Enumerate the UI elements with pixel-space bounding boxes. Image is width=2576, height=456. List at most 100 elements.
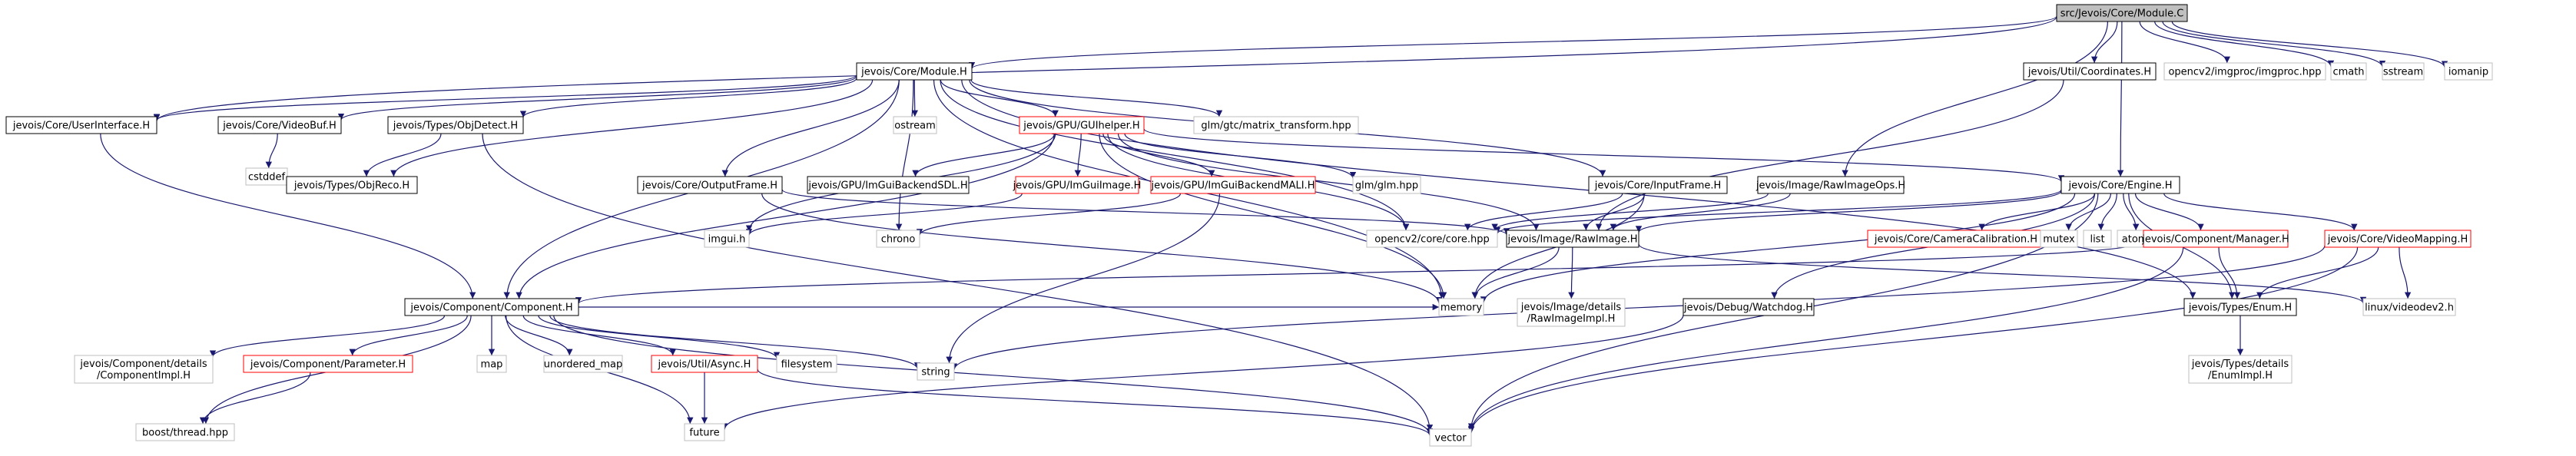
node-box — [1588, 176, 1728, 194]
node-objreco-h[interactable]: jevois/Types/ObjReco.H — [286, 176, 418, 194]
edge-imguiimage_h-to-imgui_h — [745, 193, 1023, 236]
edge-module_h-to-core_hpp — [940, 79, 1410, 231]
node-chrono: chrono — [876, 230, 920, 248]
edge-module_h-to-guihelper_h — [940, 79, 1059, 117]
edge-coordinates_h-to-rawimage_h — [1595, 79, 2064, 231]
edge-component_h-to-componentimpl_h — [209, 315, 446, 358]
node-box — [2330, 62, 2367, 81]
edge-module_h-to-userinterface_h — [154, 74, 857, 121]
node-enumimpl-h: jevois/Types/details/EnumImpl.H — [2188, 355, 2293, 384]
node-imguibackendsdl-h[interactable]: jevois/GPU/ImGuiBackendSDL.H — [807, 176, 970, 194]
node-label: boost/thread.hpp — [142, 428, 228, 439]
node-label: jevois/Component/Component.H — [409, 302, 572, 314]
node-label: jevois/Core/UserInterface.H — [12, 121, 150, 132]
node-box — [543, 355, 623, 373]
node-label: jevois/Component/details — [79, 359, 207, 370]
node-manager-h[interactable]: jevois/Component/Manager.H — [2141, 230, 2289, 248]
node-label: linux/videodev2.h — [2365, 302, 2454, 314]
node-imguibackendmali-h[interactable]: jevois/GPU/ImGuiBackendMALI.H — [1150, 176, 1316, 194]
edge-module_c-to-coordinates_h — [2090, 21, 2118, 64]
node-cameracalibration-h[interactable]: jevois/Core/CameraCalibration.H — [1867, 230, 2045, 248]
node-coordinates-h[interactable]: jevois/Util/Coordinates.H — [2023, 62, 2157, 81]
node-imgproc: opencv2/imgproc/imgproc.hpp — [2163, 62, 2326, 81]
node-label: jevois/Util/Async.H — [658, 359, 751, 371]
node-label: chrono — [881, 234, 916, 246]
node-rawimage-h[interactable]: jevois/Image/RawImage.H — [1506, 230, 1639, 248]
node-box — [2444, 62, 2493, 81]
node-glm-hpp: glm/glm.hpp — [1352, 176, 1421, 194]
node-module-c[interactable]: src/Jevois/Core/Module.C — [2056, 4, 2188, 22]
node-label: jevois/Types/ObjReco.H — [293, 180, 409, 192]
node-box — [2023, 62, 2157, 81]
node-label: jevois/Core/VideoMapping.H — [2327, 234, 2468, 246]
node-label: /EnumImpl.H — [2208, 370, 2273, 382]
node-list: list — [2083, 230, 2112, 248]
node-box — [1193, 116, 1359, 134]
node-iomanip: iomanip — [2444, 62, 2493, 81]
node-parameter-h[interactable]: jevois/Component/Parameter.H — [243, 355, 413, 373]
node-label: sstream — [2383, 67, 2423, 78]
node-imguiimage-h[interactable]: jevois/GPU/ImGuiImage.H — [1013, 176, 1142, 194]
node-cstddef: cstddef — [245, 167, 288, 186]
node-label: jevois/Util/Coordinates.H — [2027, 67, 2151, 78]
node-box — [2382, 62, 2425, 81]
node-box — [2083, 230, 2112, 248]
edge-component_h-to-string — [549, 315, 921, 369]
edge-watchdog_h-to-future — [721, 315, 1684, 430]
node-guihelper-h[interactable]: jevois/GPU/GUIhelper.H — [1019, 116, 1145, 134]
node-label: jevois/GPU/ImGuiBackendSDL.H — [807, 180, 967, 192]
node-label: opencv2/core/core.hpp — [1374, 234, 1490, 246]
node-box — [2143, 230, 2289, 248]
node-label: ostream — [894, 121, 936, 132]
edge-engine_h-to-cameracalibration_h — [1978, 193, 2095, 231]
node-engine-h[interactable]: jevois/Core/Engine.H — [2060, 176, 2180, 194]
edge-engine_h-to-list — [2097, 193, 2117, 231]
node-box — [2040, 230, 2078, 248]
node-async-h[interactable]: jevois/Util/Async.H — [651, 355, 758, 373]
node-userinterface-h[interactable]: jevois/Core/UserInterface.H — [5, 116, 157, 134]
node-label: vector — [1434, 433, 1467, 444]
node-box — [917, 362, 955, 381]
node-label: jevois/Core/VideoBuf.H — [222, 121, 337, 132]
edge-rawimageops_h-to-core_hpp — [1491, 193, 1769, 231]
node-box — [651, 355, 758, 373]
edge-module_c-to-iomanip — [2171, 21, 2448, 68]
node-box — [1366, 230, 1498, 248]
node-label: jevois/Core/Engine.H — [2068, 180, 2173, 192]
edge-guihelper_h-to-glm_hpp — [1124, 133, 1357, 179]
edge-objdetect_h-to-objreco_h — [363, 133, 442, 177]
node-objdetect-h[interactable]: jevois/Types/ObjDetect.H — [387, 116, 524, 134]
node-box — [1429, 428, 1472, 447]
node-future: future — [684, 423, 725, 441]
node-module-h[interactable]: jevois/Core/Module.H — [856, 62, 973, 81]
node-label: jevois/GPU/GUIhelper.H — [1023, 121, 1139, 132]
node-box — [893, 116, 937, 134]
node-string: string — [917, 362, 955, 381]
edge-module_h-to-outputframe_h — [721, 79, 900, 177]
node-rawimageops-h[interactable]: jevois/Image/RawImageOps.H — [1755, 176, 1905, 194]
node-box — [404, 298, 579, 316]
edge-module_c-to-userinterface_h — [154, 16, 2057, 121]
node-videomapping-h[interactable]: jevois/Core/VideoMapping.H — [2324, 230, 2472, 248]
edge-engine_h-to-manager_h — [2134, 193, 2204, 231]
edge-module_c-to-sstream — [2162, 21, 2386, 68]
node-inputframe-h[interactable]: jevois/Core/InputFrame.H — [1588, 176, 1728, 194]
node-box — [2188, 355, 2293, 384]
node-label: opencv2/imgproc/imgproc.hpp — [2168, 67, 2321, 78]
node-sstream: sstream — [2382, 62, 2425, 81]
node-box — [387, 116, 524, 134]
node-box — [2183, 298, 2297, 316]
node-outputframe-h[interactable]: jevois/Core/OutputFrame.H — [637, 176, 783, 194]
node-label: cmath — [2332, 67, 2364, 78]
node-box — [5, 116, 157, 134]
node-label: jevois/Core/CameraCalibration.H — [1874, 234, 2037, 246]
edge-inputframe_h-to-core_hpp — [1464, 193, 1623, 231]
node-videobuf-h[interactable]: jevois/Core/VideoBuf.H — [217, 116, 342, 134]
node-component-h[interactable]: jevois/Component/Component.H — [404, 298, 579, 316]
edge-engine_h-to-memory — [1480, 193, 2076, 303]
node-label: jevois/Debug/Watchdog.H — [1683, 302, 1813, 314]
node-label: unordered_map — [544, 359, 623, 371]
node-watchdog-h[interactable]: jevois/Debug/Watchdog.H — [1683, 298, 1815, 316]
node-enum-h[interactable]: jevois/Types/Enum.H — [2183, 298, 2297, 316]
node-box — [74, 355, 214, 384]
